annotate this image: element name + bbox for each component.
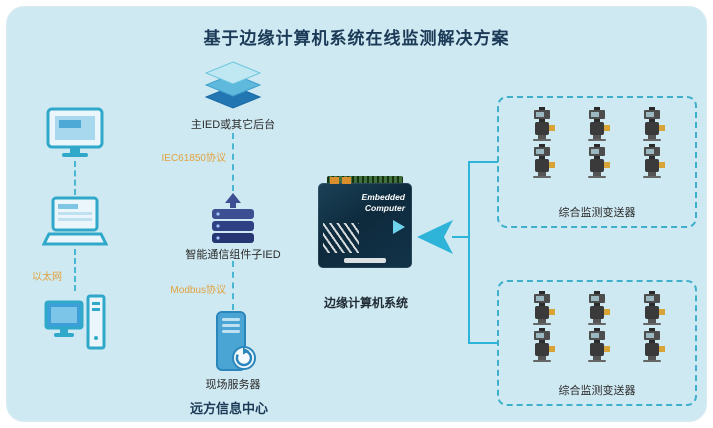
device-stripes (323, 223, 359, 253)
transmitter-icon (582, 328, 612, 362)
transmitter-icon (637, 144, 667, 178)
monitor-icon (46, 107, 104, 157)
transmitter-icon (527, 291, 557, 325)
device-brand-text: Embedded Computer (362, 192, 405, 213)
modbus-protocol-label: Modbus协议 (170, 285, 226, 296)
page-title: 基于边缘计算机系统在线监测解决方案 (203, 29, 510, 48)
transmitter-grid (527, 291, 667, 362)
transmitter-icon (637, 107, 667, 141)
remote-center-label: 远方信息中心 (189, 401, 269, 416)
dashed-connector (74, 249, 76, 291)
dashed-connector (232, 133, 234, 191)
ied-backend-label: 主IED或其它后台 (190, 119, 276, 131)
device-brand-line2: Computer (364, 202, 405, 213)
terminal-connector-icon (330, 177, 339, 184)
arrow-left-icon (417, 220, 453, 254)
device-logo-chevron (393, 220, 405, 234)
dashed-connector (232, 261, 234, 310)
transmitter-icon (582, 107, 612, 141)
connector-line (468, 161, 498, 163)
transmitter-group-label: 综合监测变送器 (558, 385, 636, 397)
transmitter-icon (527, 144, 557, 178)
transmitter-group-label: 综合监测变送器 (558, 207, 636, 219)
gateway-label: 智能通信组件子IED (185, 249, 281, 261)
laptop-icon (42, 196, 108, 246)
device-text-bar (344, 258, 386, 263)
transmitter-grid (527, 107, 667, 178)
edge-computer-device: Embedded Computer (318, 176, 412, 268)
terminal-connector-icon (342, 177, 351, 184)
transmitter-icon (582, 291, 612, 325)
edge-computer-label: 边缘计算机系统 (323, 296, 409, 310)
transmitter-icon (637, 328, 667, 362)
gateway-server-icon (212, 193, 254, 243)
dashed-connector (74, 161, 76, 195)
desktop-pc-icon (44, 294, 106, 350)
transmitter-group-1: 综合监测变送器 (497, 96, 697, 228)
connector-line (468, 342, 498, 344)
ethernet-label: 以太网 (32, 272, 62, 283)
iec61850-protocol-label: IEC61850协议 (161, 153, 226, 164)
field-server-icon (216, 311, 256, 371)
device-body: Embedded Computer (318, 183, 412, 268)
transmitter-icon (527, 107, 557, 141)
transmitter-icon (637, 291, 667, 325)
transmitter-icon (582, 144, 612, 178)
transmitter-icon (527, 328, 557, 362)
connector-line (468, 161, 470, 344)
pin-header (327, 176, 403, 185)
transmitter-group-2: 综合监测变送器 (497, 280, 697, 406)
layers-icon (204, 61, 262, 109)
connector-line (452, 236, 469, 238)
device-brand-line1: Embedded (361, 192, 405, 202)
field-server-label: 现场服务器 (205, 379, 261, 391)
